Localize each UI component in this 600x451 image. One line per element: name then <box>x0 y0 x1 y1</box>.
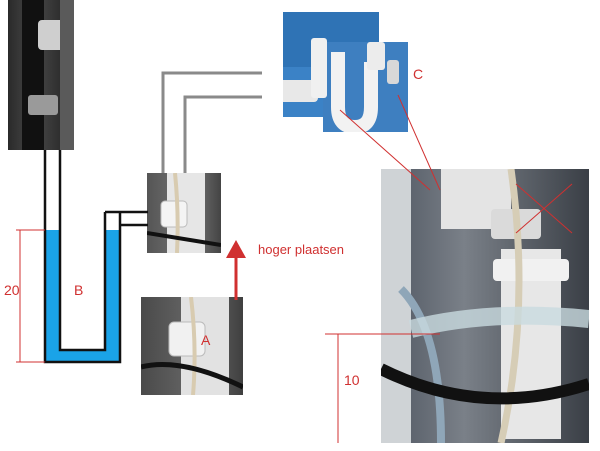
photo-connector-raised <box>147 173 221 253</box>
cross-mark-icon <box>515 183 573 234</box>
photo-connector-low <box>141 297 243 395</box>
height-label-20: 20 <box>4 282 20 298</box>
pointer-line-c <box>397 94 441 191</box>
label-a: A <box>201 332 211 348</box>
height-label-10: 10 <box>344 372 360 388</box>
drain-hose <box>161 71 262 173</box>
u-tube-outline <box>43 150 148 364</box>
label-c: C <box>413 66 424 82</box>
pointer-line-c-2 <box>339 109 431 191</box>
photo-under-sink <box>381 169 589 443</box>
photo-drain-hose-left <box>8 0 74 150</box>
photo-siphon-trap <box>283 12 408 132</box>
raise-arrow-icon <box>226 240 246 300</box>
label-b: B <box>74 282 84 298</box>
height-bracket-10 <box>325 333 440 443</box>
raise-text: hoger plaatsen <box>258 242 345 257</box>
height-bracket-20 <box>16 229 45 363</box>
